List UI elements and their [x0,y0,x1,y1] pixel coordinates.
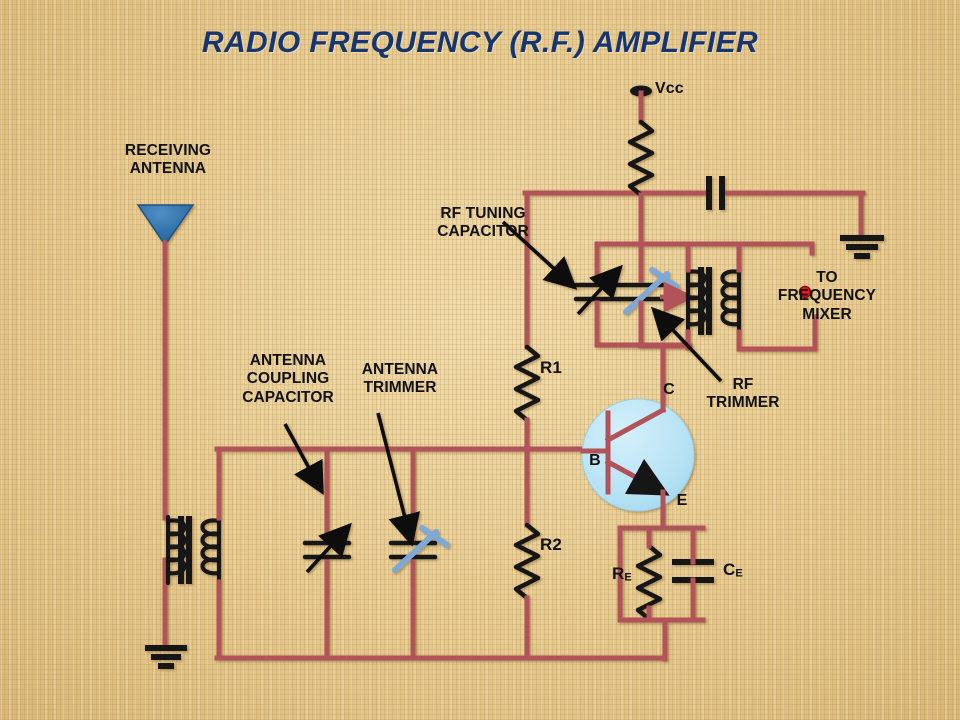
antenna-triangle-icon [136,204,195,247]
ce-label: CE [723,560,763,580]
re-base: R [612,564,625,583]
r1-resistor-icon [513,193,541,454]
r1-label: R1 [540,358,562,377]
emitter-network [617,525,714,662]
ce-capacitor-icon [672,559,714,583]
rf-trimmer-capacitor-icon [617,267,680,315]
to-frequency-mixer-label: TO FREQUENCY MIXER [777,269,877,323]
antenna-trimmer-icon [388,446,450,661]
annotation-arrows [283,220,723,547]
rf-trimmer-pointer [651,306,723,383]
antenna-coupling-capacitor-pointer [283,423,324,496]
ce-base: C [723,560,736,579]
antenna-trimmer-pointer [376,412,421,547]
r2-label: R2 [540,535,562,554]
collector-terminal-label: C [663,381,675,398]
re-subscript: E [624,571,632,584]
page-title: RADIO FREQUENCY (R.F.) AMPLIFIER [201,26,759,59]
antenna-branch [136,204,195,669]
receiving-antenna-label: RECEIVING ANTENNA [124,142,212,178]
output-transformer-icon [685,265,742,337]
input-transformer-icon [165,446,222,661]
emitter-terminal-label: E [676,492,688,509]
rf-trimmer-label: RF TRIMMER [706,376,780,412]
vcc-supply-branch [627,85,655,247]
rf-tuning-capacitor-icon [573,264,623,316]
antenna-coupling-capacitor-icon [302,446,352,661]
supply-capacitor-icon [706,176,725,210]
rf-tank-circuit [573,241,818,352]
signal-bus [214,446,668,661]
re-label: RE [612,564,652,584]
supply-ground-icon [840,235,884,259]
ce-subscript: E [735,567,743,580]
rf-tuning-capacitor-pointer [501,220,578,290]
antenna-ground-icon [145,645,187,669]
vcc-label: Vcc [655,80,684,97]
supply-rail [522,176,884,259]
antenna-trimmer-label: ANTENNA TRIMMER [361,361,439,397]
antenna-coupling-capacitor-label: ANTENNA COUPLING CAPACITOR [242,352,334,406]
rf-tuning-capacitor-label: RF TUNING CAPACITOR [437,205,529,241]
r2-resistor-icon [513,446,541,661]
npn-transistor-icon [580,389,695,530]
base-terminal-label: B [589,452,601,469]
mixer-node-dot-icon [798,285,812,299]
